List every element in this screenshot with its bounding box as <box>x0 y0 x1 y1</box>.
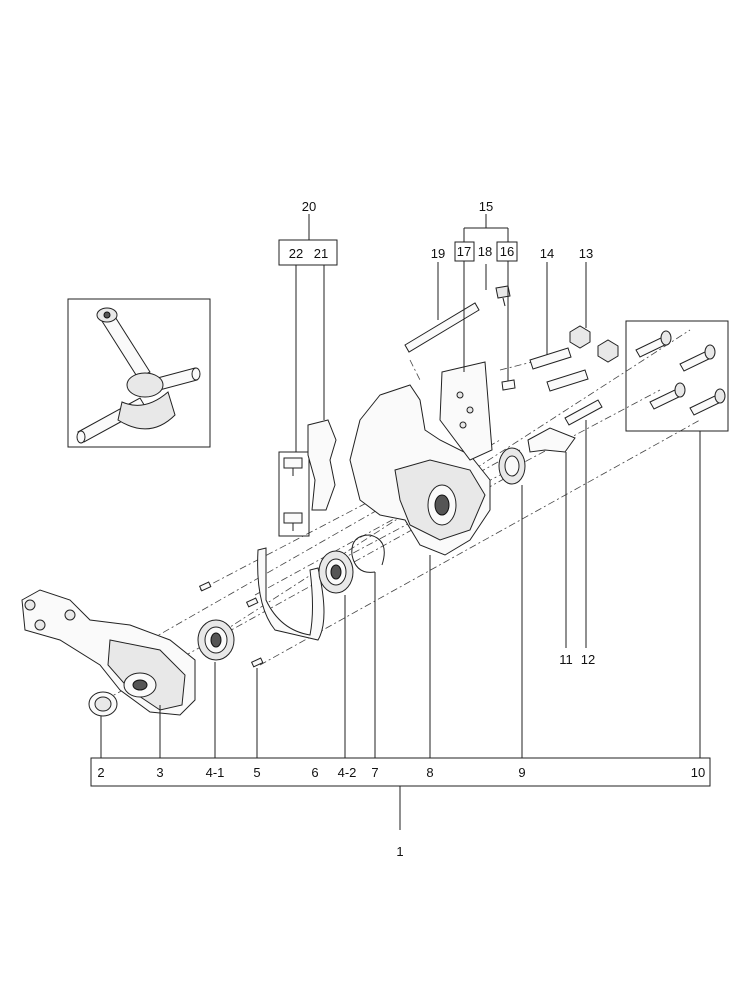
crankcase-icon <box>349 384 491 556</box>
callout-16: 16 <box>500 244 514 259</box>
callout-21: 21 <box>314 246 328 261</box>
callout-9: 9 <box>518 765 525 780</box>
oil-seal <box>498 447 526 485</box>
callout-10: 10 <box>691 765 705 780</box>
callout-8: 8 <box>426 765 433 780</box>
callout-1: 1 <box>396 844 403 859</box>
callout-6: 6 <box>311 765 318 780</box>
bolt-icon <box>283 512 303 531</box>
gasket-icon <box>307 419 337 511</box>
bolt-box <box>278 451 310 537</box>
bolt-icon <box>501 379 516 391</box>
dowel-pins <box>198 581 264 668</box>
callout-20: 20 <box>302 199 316 214</box>
callout-7: 7 <box>371 765 378 780</box>
gasket-icon <box>257 547 325 641</box>
leader-lines <box>90 214 711 830</box>
callout-13: 13 <box>579 246 593 261</box>
callout-14: 14 <box>540 246 554 261</box>
stud-rod <box>404 302 480 353</box>
callout-19: 19 <box>431 246 445 261</box>
crankshaft-inset <box>67 298 211 448</box>
bolt-icon <box>689 388 726 416</box>
bearing-icon <box>318 550 354 594</box>
oil-seal <box>88 691 118 717</box>
callout-17: 17 <box>457 244 471 259</box>
callout-22: 22 <box>289 246 303 261</box>
bearing-icon <box>197 619 235 661</box>
stud-bolts <box>529 347 589 392</box>
bolt-icon <box>495 285 511 307</box>
callout-4-1: 4-1 <box>206 765 225 780</box>
callout-3: 3 <box>156 765 163 780</box>
bolt-icon <box>679 344 716 372</box>
callout-12: 12 <box>581 652 595 667</box>
crankcase-icon <box>21 589 196 716</box>
bolt-box <box>625 320 729 432</box>
nut-icon <box>569 325 619 363</box>
callout-5: 5 <box>253 765 260 780</box>
crankshaft-icon <box>76 307 201 444</box>
bolt-icon <box>649 382 686 410</box>
callout-4-2: 4-2 <box>338 765 357 780</box>
bolt-icon <box>635 330 672 358</box>
circlip <box>351 534 385 573</box>
callout-2: 2 <box>97 765 104 780</box>
bolt-icon <box>564 399 603 426</box>
callout-11: 11 <box>559 652 573 667</box>
guide-plate <box>439 361 493 461</box>
callout-18: 18 <box>478 244 492 259</box>
callout-15: 15 <box>479 199 493 214</box>
bolt-icon <box>283 457 303 476</box>
bracket <box>527 427 576 453</box>
callout-labels: 2 3 4-1 5 6 4-2 7 8 9 10 1 11 12 20 22 2… <box>97 199 705 859</box>
